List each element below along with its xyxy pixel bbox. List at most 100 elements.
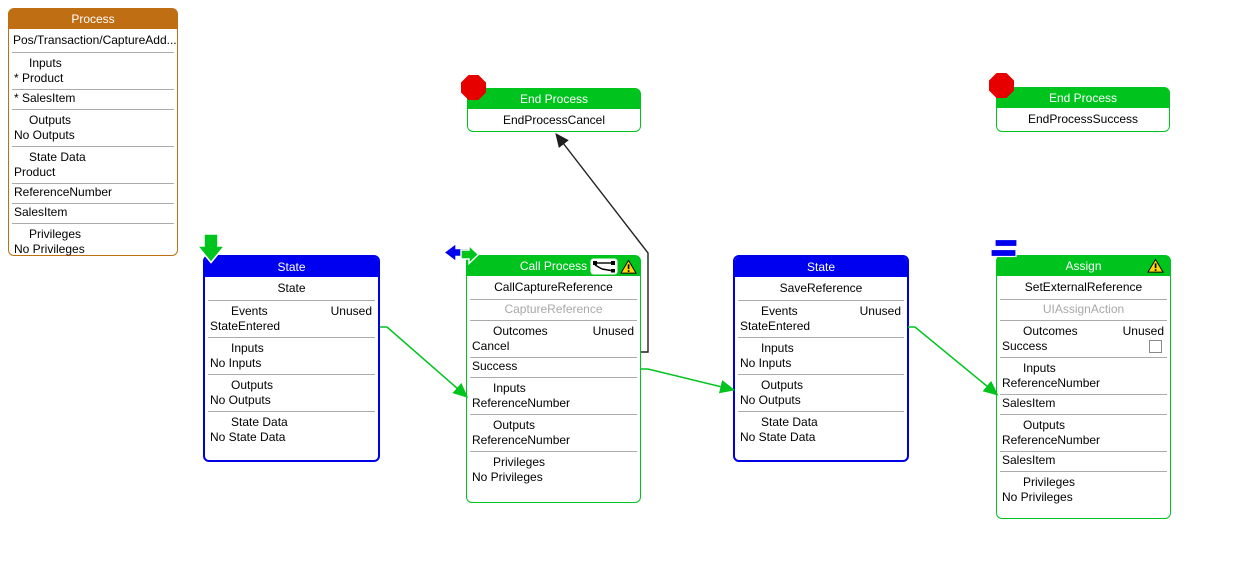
call-process-icon <box>442 241 480 271</box>
divider <box>470 377 637 378</box>
outcome-item[interactable]: Cancel <box>472 339 510 353</box>
node-title: SetExternalReference <box>1024 280 1143 294</box>
divider <box>12 183 174 184</box>
divider <box>470 451 637 452</box>
output-item: No Outputs <box>740 393 801 407</box>
outcomes-section-row: Outcomes Unused <box>997 324 1170 339</box>
node-title: CallCaptureReference <box>494 280 613 294</box>
connector-state-to-callprocess[interactable] <box>380 326 469 398</box>
divider <box>208 411 375 412</box>
warning-icon <box>620 258 637 274</box>
divider <box>1000 357 1167 358</box>
input-item: No Inputs <box>740 356 792 370</box>
divider <box>1000 471 1167 472</box>
node-title: SaveReference <box>779 281 863 295</box>
event-item[interactable]: StateEntered <box>740 319 811 333</box>
divider <box>1000 299 1167 300</box>
node-end-process-success[interactable]: End Process EndProcessSuccess <box>996 87 1170 132</box>
output-item: No Outputs <box>14 128 75 142</box>
node-header: End Process <box>997 88 1169 108</box>
input-item[interactable]: ReferenceNumber <box>472 396 571 410</box>
privilege-item: No Privileges <box>472 470 543 484</box>
divider <box>470 320 637 321</box>
node-header: State <box>735 257 907 277</box>
input-item[interactable]: * SalesItem <box>14 91 76 105</box>
connector-success-to-savereference[interactable] <box>641 368 736 394</box>
inputs-section-row: Inputs <box>29 56 62 70</box>
node-call-process[interactable]: Call Process CallCapture <box>466 255 641 503</box>
node-title: EndProcessSuccess <box>1027 112 1139 126</box>
node-header: Assign <box>997 256 1170 276</box>
divider <box>738 411 904 412</box>
privilege-item: No Privileges <box>1002 490 1073 504</box>
node-header: End Process <box>468 89 640 109</box>
unused-label: Unused <box>330 304 372 318</box>
input-item[interactable]: * Product <box>14 71 64 85</box>
connector-savereference-to-assign[interactable] <box>908 326 999 396</box>
output-item[interactable]: ReferenceNumber <box>1002 433 1101 447</box>
input-item[interactable]: SalesItem <box>1002 396 1056 410</box>
outputs-section-row: Outputs <box>231 378 274 392</box>
divider <box>12 89 174 90</box>
divider <box>12 109 174 110</box>
stop-octagon-icon <box>461 75 486 100</box>
state-data-item: No State Data <box>740 430 816 444</box>
node-title: EndProcessCancel <box>502 113 606 127</box>
warning-icon <box>1147 258 1164 273</box>
divider <box>208 374 375 375</box>
process-map-icon <box>590 258 618 275</box>
outcomes-section-row: Outcomes Unused <box>467 324 640 339</box>
node-assign[interactable]: Assign SetExternalReference UIAssignActi… <box>996 255 1171 519</box>
privileges-section-row: Privileges <box>1023 475 1076 489</box>
inputs-section-row: Inputs <box>493 381 526 395</box>
unused-label: Unused <box>1122 324 1164 338</box>
event-item[interactable]: StateEntered <box>210 319 281 333</box>
divider <box>208 337 375 338</box>
start-arrow-icon <box>195 233 227 267</box>
success-outcome-checkbox[interactable] <box>1149 340 1162 353</box>
state-data-item[interactable]: SalesItem <box>14 205 68 219</box>
unused-label: Unused <box>859 304 901 318</box>
inputs-section-row: Inputs <box>1023 361 1056 375</box>
privilege-item: No Privileges <box>14 242 85 256</box>
state-data-item[interactable]: ReferenceNumber <box>14 185 113 199</box>
privileges-section-row: Privileges <box>29 227 82 241</box>
node-header: Process <box>9 9 177 29</box>
outcome-item[interactable]: Success <box>472 359 518 373</box>
output-item[interactable]: SalesItem <box>1002 453 1056 467</box>
inputs-section-row: Inputs <box>231 341 264 355</box>
state-data-section-row: State Data <box>29 150 86 164</box>
events-section-row: Events Unused <box>205 304 378 319</box>
assign-equals-icon <box>988 238 1019 263</box>
stop-octagon-icon <box>989 73 1014 98</box>
divider <box>1000 451 1167 452</box>
state-data-item: No State Data <box>210 430 286 444</box>
divider <box>12 52 174 53</box>
divider <box>738 337 904 338</box>
node-state-save-reference[interactable]: State SaveReference Events Unused StateE… <box>733 255 909 462</box>
state-data-section-row: State Data <box>231 415 288 429</box>
inputs-section-row: Inputs <box>761 341 794 355</box>
divider <box>12 203 174 204</box>
output-item[interactable]: ReferenceNumber <box>472 433 571 447</box>
node-header: State <box>205 257 378 277</box>
divider <box>1000 320 1167 321</box>
outcome-item[interactable]: Success <box>1002 339 1048 353</box>
state-data-section-row: State Data <box>761 415 818 429</box>
divider <box>470 299 637 300</box>
node-header-label: Assign <box>1065 259 1102 273</box>
events-section-row: Events Unused <box>735 304 907 319</box>
divider <box>1000 414 1167 415</box>
output-item: No Outputs <box>210 393 271 407</box>
node-end-process-cancel[interactable]: End Process EndProcessCancel <box>467 88 641 132</box>
node-process-definition[interactable]: Process Pos/Transaction/CaptureAdd... In… <box>8 8 178 256</box>
divider <box>470 414 637 415</box>
divider <box>12 223 174 224</box>
node-state[interactable]: State State Events Unused StateEntered I… <box>203 255 380 462</box>
state-data-item[interactable]: Product <box>14 165 56 179</box>
input-item[interactable]: ReferenceNumber <box>1002 376 1101 390</box>
divider <box>12 146 174 147</box>
node-header-label: Call Process <box>519 259 588 273</box>
node-title: Pos/Transaction/CaptureAdd... <box>13 33 177 47</box>
